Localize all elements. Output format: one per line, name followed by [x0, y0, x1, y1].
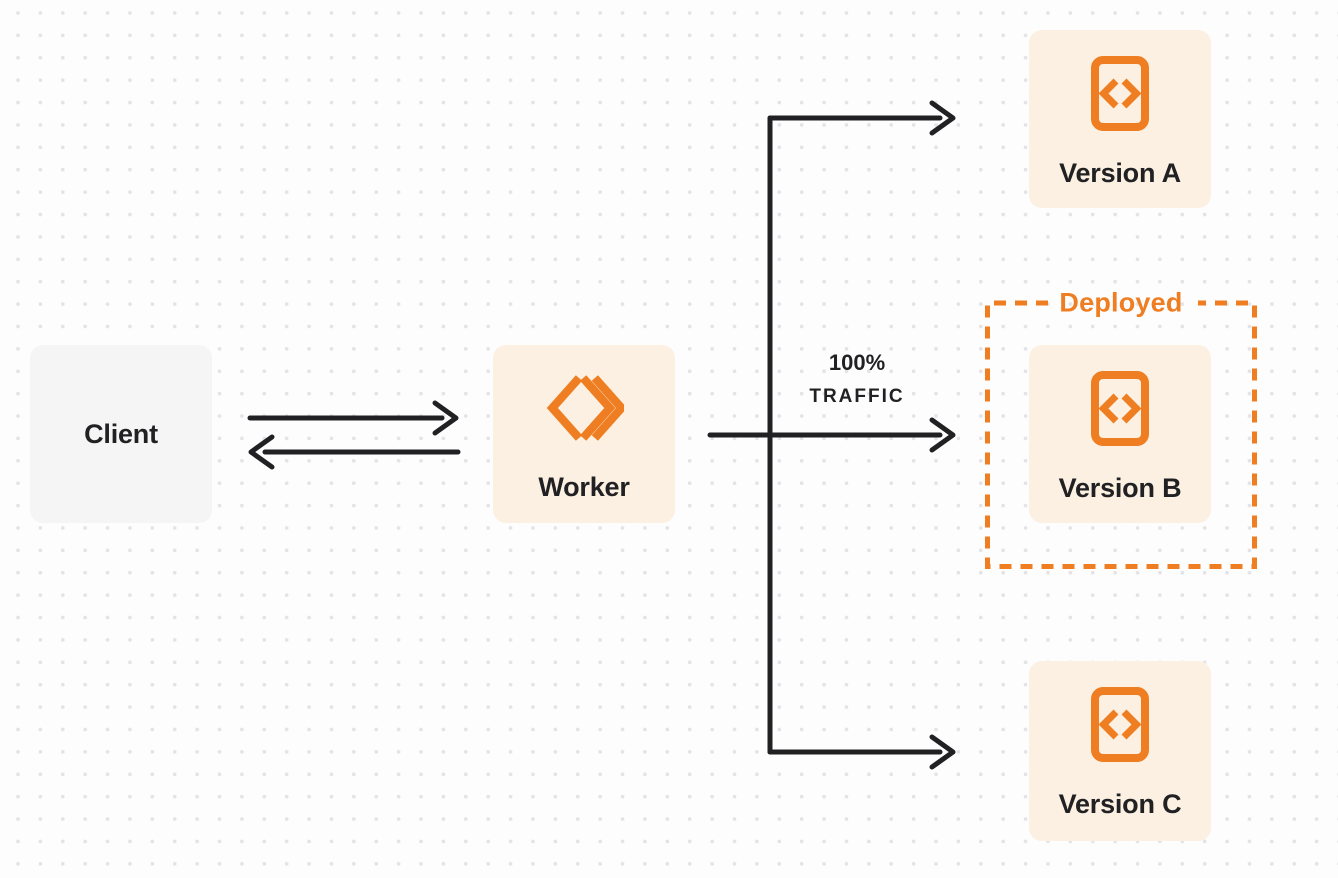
code-file-icon: [1091, 371, 1149, 446]
code-file-icon: [1091, 687, 1149, 762]
arrowhead-to-version-a: [929, 100, 956, 136]
traffic-label: 100% TRAFFIC: [767, 350, 947, 409]
deployed-label: Deployed: [1059, 287, 1183, 318]
traffic-word-text: TRAFFIC: [809, 386, 905, 407]
worker-node: Worker: [493, 345, 675, 523]
version-c-label: Version C: [1058, 789, 1182, 819]
code-file-icon: [1091, 56, 1149, 131]
version-a-label: Version A: [1059, 158, 1181, 188]
version-b-node: Version B: [1029, 345, 1211, 523]
worker-label: Worker: [538, 472, 630, 502]
traffic-percent-text: 100%: [828, 350, 886, 375]
arrowhead-to-version-c: [929, 734, 956, 770]
workers-logo-icon: [546, 375, 624, 441]
client-label: Client: [84, 418, 158, 449]
arrowhead-to-version-b: [929, 417, 956, 453]
version-a-node: Version A: [1029, 30, 1211, 208]
arrowhead-client-to-worker: [432, 400, 459, 436]
version-c-node: Version C: [1029, 661, 1211, 841]
version-b-label: Version B: [1058, 473, 1182, 503]
arrowhead-worker-to-client: [248, 434, 275, 470]
client-node: Client: [30, 345, 212, 523]
